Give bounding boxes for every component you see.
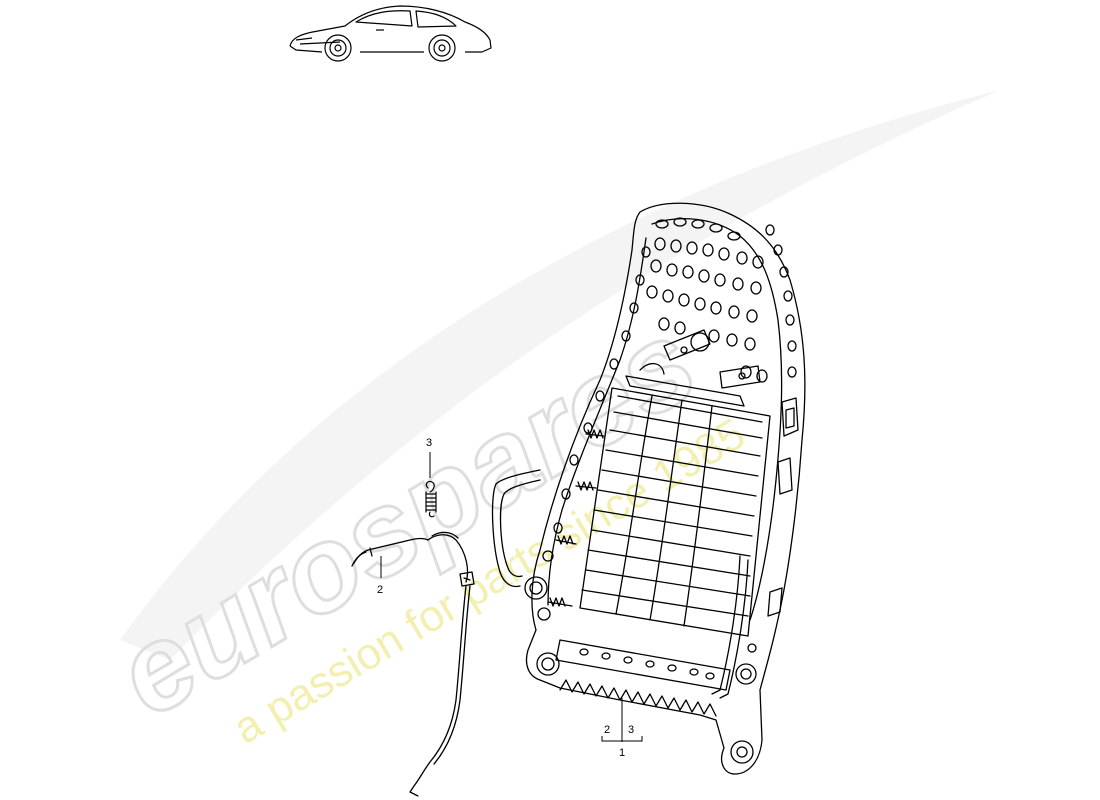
callout-group-1: 1 (619, 747, 625, 759)
seat-backrest-frame-icon (491, 202, 806, 775)
group-bracket (601, 736, 643, 742)
callouts (380, 452, 643, 742)
frame-holes (553, 217, 797, 534)
spring-icon (425, 480, 437, 518)
watermark-swoosh (120, 90, 1000, 660)
callout-part3: 3 (426, 437, 432, 449)
car-silhouette-icon (289, 5, 492, 62)
callout-part2: 2 (377, 584, 383, 596)
callout-group-2: 2 (604, 724, 610, 736)
callout-group-3: 3 (628, 724, 634, 736)
release-cable-icon (351, 531, 475, 797)
watermark: eurospares a passion for parts since 198… (93, 90, 1000, 754)
